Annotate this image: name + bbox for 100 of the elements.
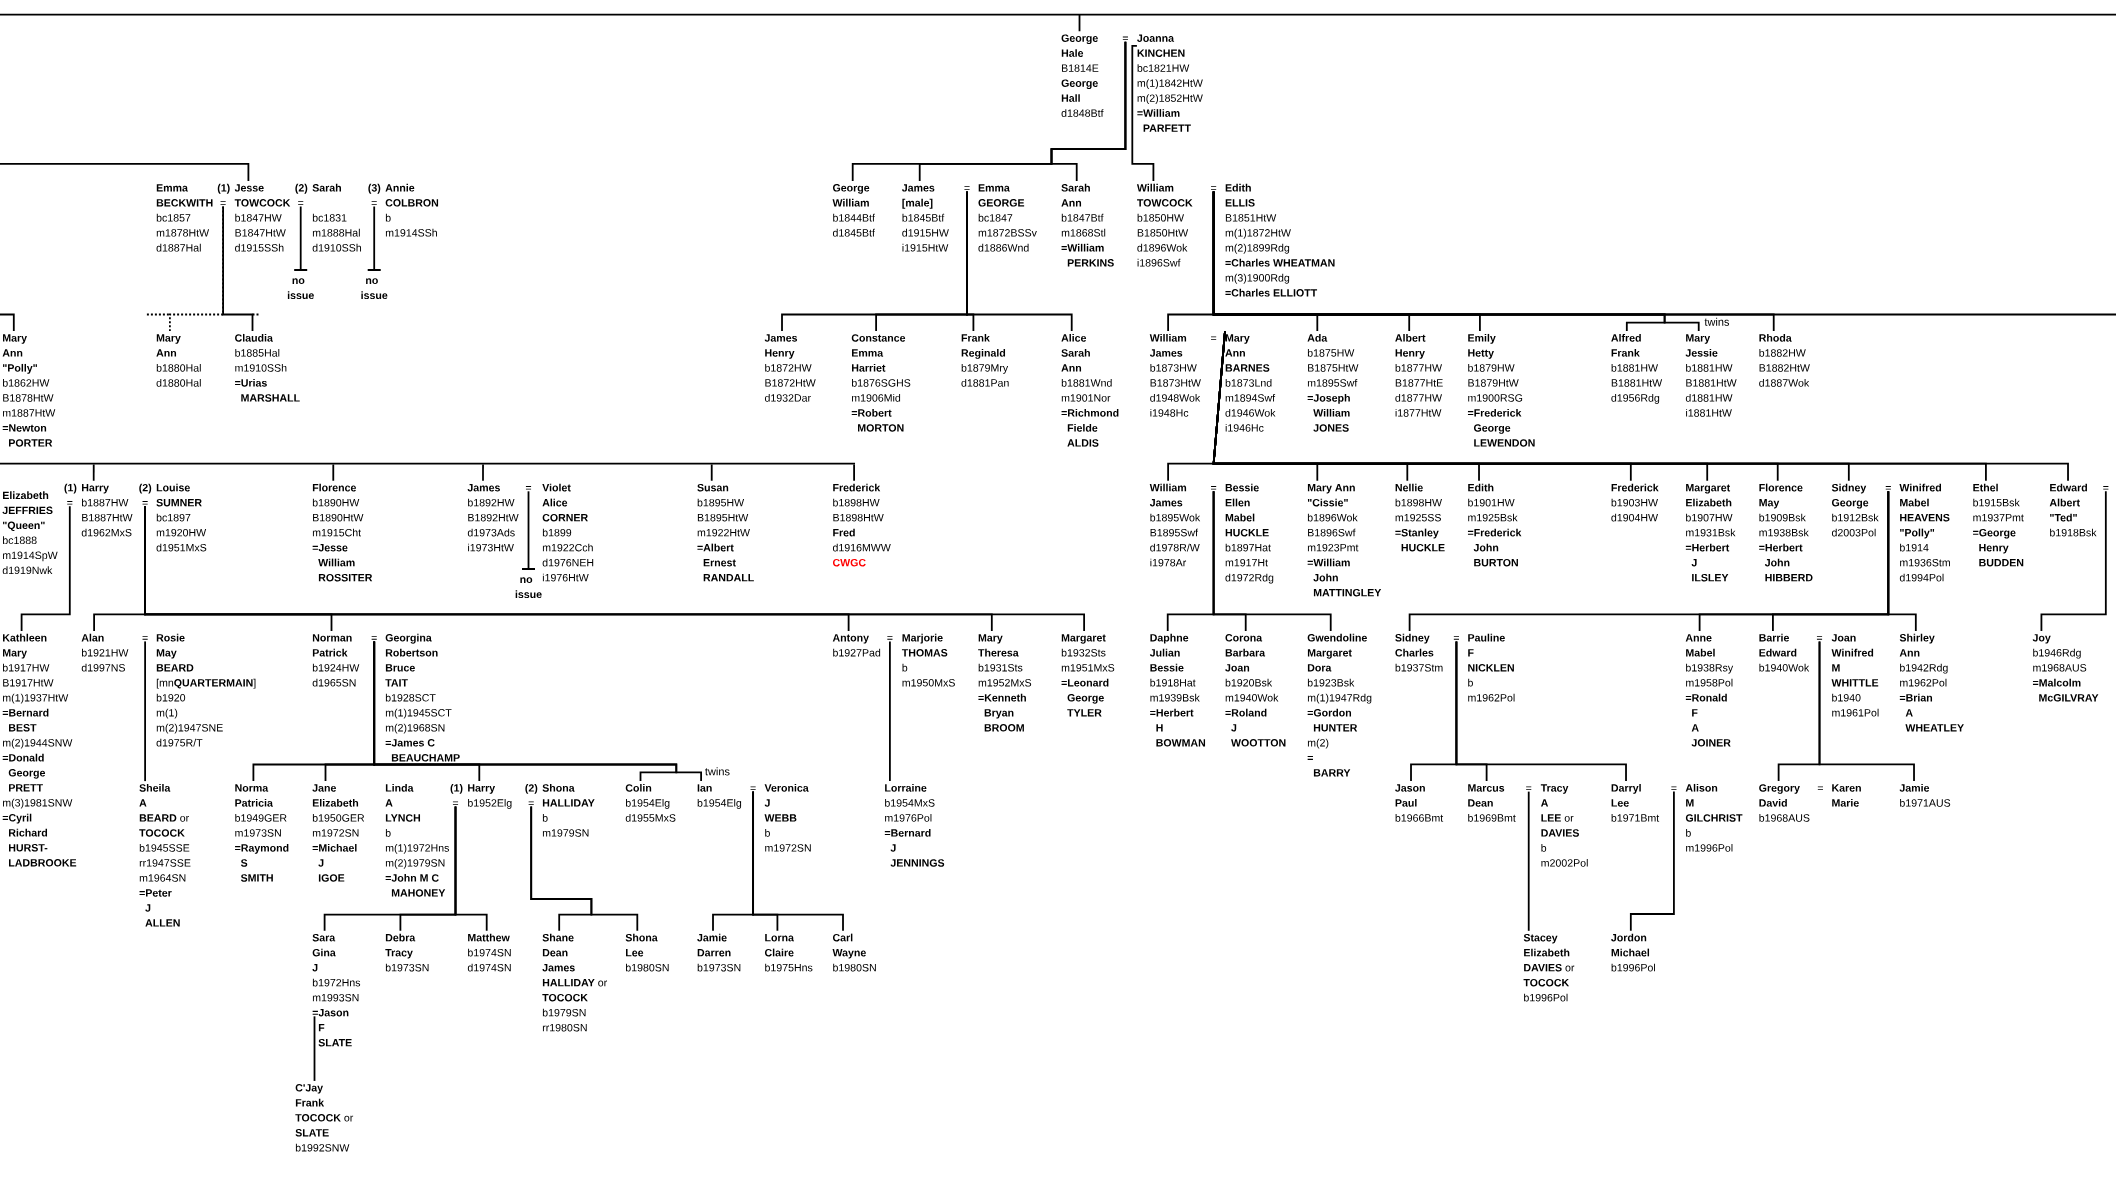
descent-line bbox=[454, 805, 488, 932]
person-entry: Veronica J WEBB b m1972SN bbox=[764, 783, 811, 852]
person-entry: Jane Elizabeth b1950GER m1972SN =Michael J IGOE bbox=[312, 784, 365, 882]
marriage-sign: = bbox=[142, 636, 148, 640]
descent-line bbox=[853, 463, 855, 482]
descent-line bbox=[1887, 490, 1917, 632]
marriage-number: (2) bbox=[139, 483, 152, 494]
person-entry: Sidney Charles b1937Stm bbox=[1395, 633, 1443, 672]
person-entry: Ada b1875HW B1875HtW m1895Swf =Joseph William JONES bbox=[1307, 333, 1359, 432]
marriage-sign: = bbox=[525, 486, 532, 490]
person-entry: Darryl Lee b1971Bmt bbox=[1611, 783, 1660, 822]
person-entry: Frank Reginald b1879Mry d1881Pan bbox=[961, 333, 1009, 387]
person-entry: Mary Jessie b1881HW B1881HtW d1881HW i1881HtW bbox=[1685, 334, 1737, 417]
person-entry: Marjorie THOMAS b m1950MxS bbox=[901, 633, 955, 687]
person-entry: Jesse TOWCOCK b1847HW B1847HtW d1915SSh bbox=[234, 184, 291, 252]
person-entry: Mary Theresa b1931Sts m1952MxS =Kenneth Bryan BROOM bbox=[978, 634, 1032, 732]
no-issue-note: no issue bbox=[287, 278, 314, 300]
marriage-sign: = bbox=[220, 201, 226, 205]
person-entry: Nellie b1898HW m1925SS =Stanley HUCKLE bbox=[1395, 483, 1445, 552]
person-entry: Winifred Mabel HEAVENS "Polly" b1914 m1936Stm d1994Pol bbox=[1899, 483, 1950, 582]
person-entry: Shirley Ann b1942Rdg m1962Pol =Brian A WHEATLEY bbox=[1899, 633, 1964, 732]
person-entry: Shane Dean James HALLIDAY or TOCOCK b1979SN rr1980SN bbox=[542, 933, 607, 1032]
marriage-number: (3) bbox=[368, 183, 381, 194]
descent-line bbox=[1818, 640, 1915, 782]
person-entry: Frederick b1903HW d1904HW bbox=[1611, 483, 1659, 522]
descent-line bbox=[530, 805, 639, 932]
marriage-sign: = bbox=[371, 636, 377, 640]
descent-line bbox=[889, 640, 891, 782]
person-entry: C'Jay Frank TOCOCK or SLATE b1992SNW bbox=[295, 1084, 354, 1152]
person-entry: Claudia b1885Hal m1910SSh =Urias MARSHALL bbox=[235, 333, 300, 402]
person-entry: Pauline F NICKLEN b m1962Pol bbox=[1468, 633, 1515, 702]
person-entry: Ian b1954Elg bbox=[697, 784, 742, 809]
marriage-number: (1) bbox=[450, 783, 463, 794]
marriage-sign: = bbox=[298, 201, 304, 205]
descent-line bbox=[0, 313, 15, 332]
person-entry: Harry b1952Elg bbox=[468, 784, 512, 809]
marriage-sign: = bbox=[1453, 636, 1459, 640]
marriage-sign: = bbox=[964, 186, 970, 190]
marriage-number: (2) bbox=[295, 183, 308, 194]
person-entry: Emily Hetty b1879HW B1879HtW m1900RSG =Frederick George LEWENDON bbox=[1467, 333, 1535, 447]
marriage-sign: = bbox=[1211, 486, 1217, 490]
descent-line bbox=[522, 490, 535, 570]
marriage-sign: = bbox=[142, 501, 148, 505]
person-entry: Debra Tracy b1973SN bbox=[385, 933, 429, 972]
person-entry: Gwendoline Margaret Dora b1923Bsk m(1)1947Rdg =Gordon HUNTER m(2) = BARRY bbox=[1307, 633, 1372, 777]
person-entry: James [male] b1845Btf d1915HW i1915HtW bbox=[901, 184, 949, 252]
descent-line bbox=[313, 1015, 316, 1082]
person-entry: Gregory David b1968AUS bbox=[1759, 784, 1810, 822]
person-entry: Mary Ann b1880Hal d1880Hal bbox=[156, 334, 201, 387]
descent-line bbox=[294, 205, 308, 271]
descent-line bbox=[92, 463, 95, 482]
no-issue-note: no issue bbox=[515, 577, 542, 599]
person-entry: Jordon Michael b1996Pol bbox=[1611, 933, 1655, 972]
person-entry: Barrie Edward b1940Wok bbox=[1759, 633, 1810, 672]
person-entry: Colin b1954Elg d1955MxS bbox=[625, 783, 676, 822]
person-entry: Sarah Ann b1847Btf m1868Stl =William PERKINS bbox=[1061, 183, 1114, 267]
marriage-sign: = bbox=[528, 801, 534, 805]
person-entry: Florence b1890HW B1890HtW m1915Cht =Jesse William ROSSITER bbox=[312, 483, 373, 582]
person-entry: Karen Marie bbox=[1832, 784, 1861, 807]
descent-line bbox=[1131, 45, 1155, 182]
marriage-sign: = bbox=[1211, 336, 1217, 340]
person-entry: Elizabeth JEFFRIES "Queen" bc1888 m1914SpW d1919Nwk bbox=[2, 491, 58, 575]
person-entry: Albert Henry b1877HW B1877HtE d1877HW i1877HtW bbox=[1395, 333, 1443, 417]
marriage-sign: = bbox=[452, 801, 459, 805]
person-entry: Norma Patricia b1949GER m1973SN =Raymond S SMITH bbox=[235, 784, 289, 882]
marriage-number: (1) bbox=[64, 483, 77, 494]
person-entry: Corona Barbara Joan b1920Bsk m1940Wok =Roland J WOOTTON bbox=[1225, 634, 1286, 747]
person-entry: Harry b1887HW B1887HtW d1962MxS bbox=[81, 484, 133, 537]
person-entry: Mary Ann "Polly" b1862HW B1878HtW m1887HtW =Newton PORTER bbox=[2, 334, 56, 447]
no-issue-note: no issue bbox=[361, 278, 388, 300]
person-entry: Marcus Dean b1969Bmt bbox=[1468, 784, 1516, 822]
person-entry: Constance Emma Harriet b1876SGHS m1906Mid =Robert MORTON bbox=[851, 334, 911, 432]
person-entry: Annie COLBRON b m1914SSh bbox=[385, 183, 439, 237]
person-entry: Edith b1901HW m1925Bsk =Frederick John BURTON bbox=[1467, 483, 1522, 567]
person-entry: Jason Paul b1966Bmt bbox=[1395, 784, 1444, 822]
person-entry: William TOWCOCK b1850HW B1850HtW d1896Wok i1896Swf bbox=[1136, 183, 1193, 267]
descent-line bbox=[20, 505, 71, 632]
descent-line bbox=[1629, 790, 1675, 932]
descent-line bbox=[966, 190, 1073, 332]
person-entry: Alison M GILCHRIST b m1996Pol bbox=[1685, 783, 1743, 852]
person-entry: Lorna Claire b1975Hns bbox=[764, 934, 813, 972]
twins-label: twins bbox=[705, 767, 730, 776]
descent-line bbox=[0, 163, 250, 182]
person-entry: Margaret b1932Sts m1951MxS =Leonard George TYLER bbox=[1061, 634, 1115, 717]
descent-line bbox=[332, 463, 335, 482]
person-entry: Tracy A LEE or DAVIES b m2002Pol bbox=[1540, 784, 1588, 867]
descent-line bbox=[0, 13, 2116, 33]
person-entry: Lorraine b1954MxS m1976Pol =Bernard J JENNINGS bbox=[884, 783, 945, 867]
descent-line bbox=[144, 640, 146, 782]
person-entry: Joy b1946Rdg m1968AUS =Malcolm McGILVRAY bbox=[2032, 634, 2099, 702]
person-entry: Sarah bc1831 m1888Hal d1910SSh bbox=[312, 183, 361, 252]
descent-line bbox=[1455, 640, 1627, 782]
person-entry: Sidney George b1912Bsk d2003Pol bbox=[1831, 483, 1879, 537]
descent-line bbox=[367, 205, 381, 271]
person-entry: Edith ELLIS B1851HtW m(1)1872HtW m(2)1899Rdg =Charles WHEATMAN m(3)1900Rdg =Charles ELLIOTT bbox=[1225, 183, 1335, 297]
person-entry: Louise SUMNER bc1897 m1920HW d1951MxS bbox=[156, 483, 207, 552]
person-entry: Rosie May BEARD [mnQUARTERMAIN] b1920 m(1) m(2)1947SNE d1975R/T bbox=[156, 633, 256, 747]
marriage-sign: = bbox=[1671, 786, 1677, 790]
marriage-sign: = bbox=[1526, 786, 1532, 790]
person-entry: Sara Gina J b1972Hns m1993SN =Jason F SLATE bbox=[312, 933, 361, 1047]
